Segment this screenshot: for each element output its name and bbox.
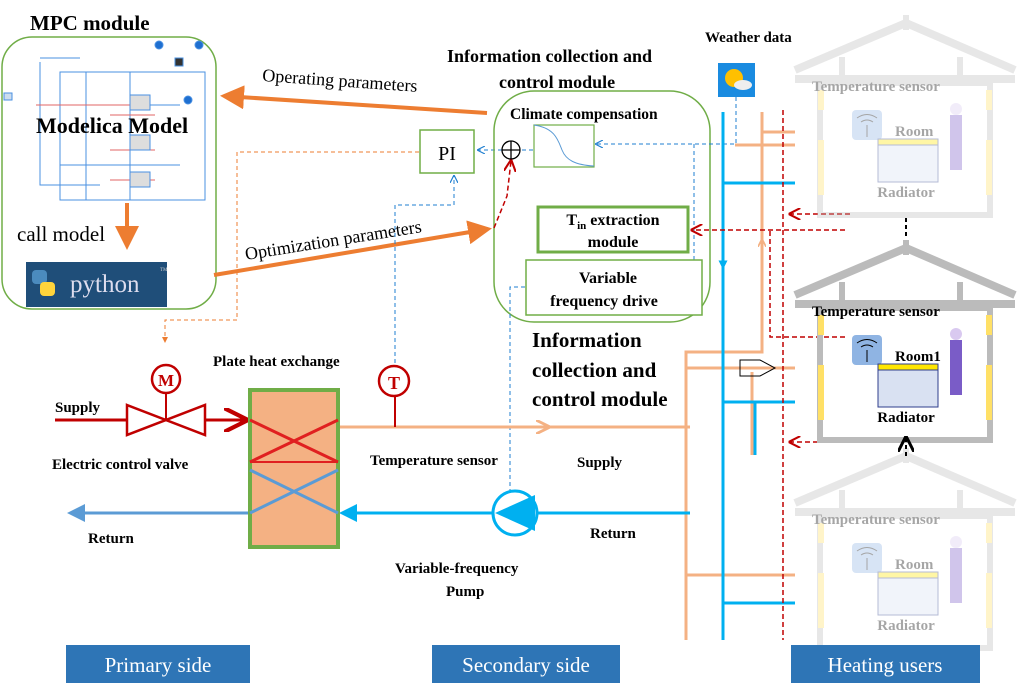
modelica-diagram <box>3 40 206 201</box>
modelica-model-label: Modelica Model <box>36 113 188 138</box>
tin-to-sum-line <box>493 161 511 229</box>
pump-signal-line <box>510 286 525 505</box>
mpc-module-box <box>1 36 217 310</box>
house-room-label: Room <box>895 557 934 573</box>
svg-text:python: python <box>70 271 140 298</box>
operating-parameters-label: Operating parameters <box>262 65 418 96</box>
pi-controller-box <box>419 129 475 174</box>
house-temperature-sensor-label: Temperature sensor <box>812 512 940 528</box>
house-temperature-sensor-label: Temperature sensor <box>812 304 940 320</box>
room-temperature-signals <box>692 110 850 640</box>
person-icon <box>950 115 962 170</box>
operating-parameters-arrow <box>220 85 488 115</box>
mpc-title: MPC module <box>30 11 150 35</box>
secondary-return-label: Return <box>590 526 636 542</box>
tin-extraction-label: Tin extraction <box>566 212 659 232</box>
climate-curve <box>533 124 595 167</box>
heating-users-banner <box>791 645 980 683</box>
electric-control-valve-label: Electric control valve <box>52 457 189 473</box>
python-logo: python TM <box>26 262 168 307</box>
temperature-feedback-line <box>394 176 454 370</box>
person-icon <box>950 340 962 395</box>
radiator-icon <box>877 574 939 616</box>
tin-extraction-label-2: module <box>588 234 639 251</box>
wireless-sensor-icon <box>852 110 882 140</box>
temperature-sensor-label: Temperature sensor <box>370 453 498 469</box>
pi-label: PI <box>438 143 456 165</box>
vfd-label-1: Variable <box>579 270 637 287</box>
person-icon <box>950 548 962 603</box>
primary-return-label: Return <box>88 531 134 547</box>
secondary-side-label: Secondary side <box>462 653 590 677</box>
house-room-label: Room1 <box>895 349 941 365</box>
svg-text:TM: TM <box>160 268 168 273</box>
info-module-title-1: Information collection and <box>447 46 652 66</box>
vfd-box <box>525 259 703 316</box>
primary-supply-label: Supply <box>55 400 101 416</box>
pump-label-1: Variable-frequency <box>395 561 519 577</box>
plate-heat-exchanger <box>248 388 340 549</box>
radiator-icon <box>877 141 939 183</box>
heating-users-label: Heating users <box>828 653 943 677</box>
big-info-label-1: Information <box>532 328 642 352</box>
info-module-title-2: control module <box>499 72 615 92</box>
valve-motor-label: M <box>158 371 174 390</box>
climate-compensation-label: Climate compensation <box>510 106 658 123</box>
secondary-supply-label: Supply <box>577 455 623 471</box>
weather-data-label: Weather data <box>705 30 792 46</box>
house-radiator-label: Radiator <box>877 410 935 426</box>
control-valve-icon <box>739 359 777 377</box>
radiator-icon <box>877 366 939 408</box>
wireless-sensor-icon <box>852 543 882 573</box>
primary-side-banner <box>66 645 250 683</box>
pump-icon[interactable] <box>491 489 539 537</box>
call-model-label: call model <box>17 222 105 246</box>
temperature-sensor-icon <box>377 364 411 398</box>
big-info-label-2: collection and <box>532 358 657 382</box>
valve-signal-line <box>162 151 419 343</box>
big-info-label-3: control module <box>532 387 668 411</box>
primary-side-label: Primary side <box>105 653 212 677</box>
heat-exchanger-label: Plate heat exchange <box>213 354 340 370</box>
secondary-side-banner <box>432 645 620 683</box>
house-room-label: Room <box>895 124 934 140</box>
summing-junction-icon <box>501 140 521 160</box>
house-radiator-label: Radiator <box>877 185 935 201</box>
optimization-parameters-arrow <box>213 220 492 277</box>
sun-cloud-icon <box>718 63 755 97</box>
house-radiator-label: Radiator <box>877 618 935 634</box>
valve-motor-icon <box>150 363 182 395</box>
info-module-box <box>493 90 711 323</box>
climate-curve-box <box>533 124 595 168</box>
pump-label-2: Pump <box>446 584 484 600</box>
vfd-label-2: frequency drive <box>550 293 658 310</box>
temperature-sensor-symbol: T <box>388 373 400 393</box>
weather-signal-line <box>596 97 737 144</box>
house-temperature-sensor-label: Temperature sensor <box>812 79 940 95</box>
tin-extraction-box <box>536 205 690 254</box>
